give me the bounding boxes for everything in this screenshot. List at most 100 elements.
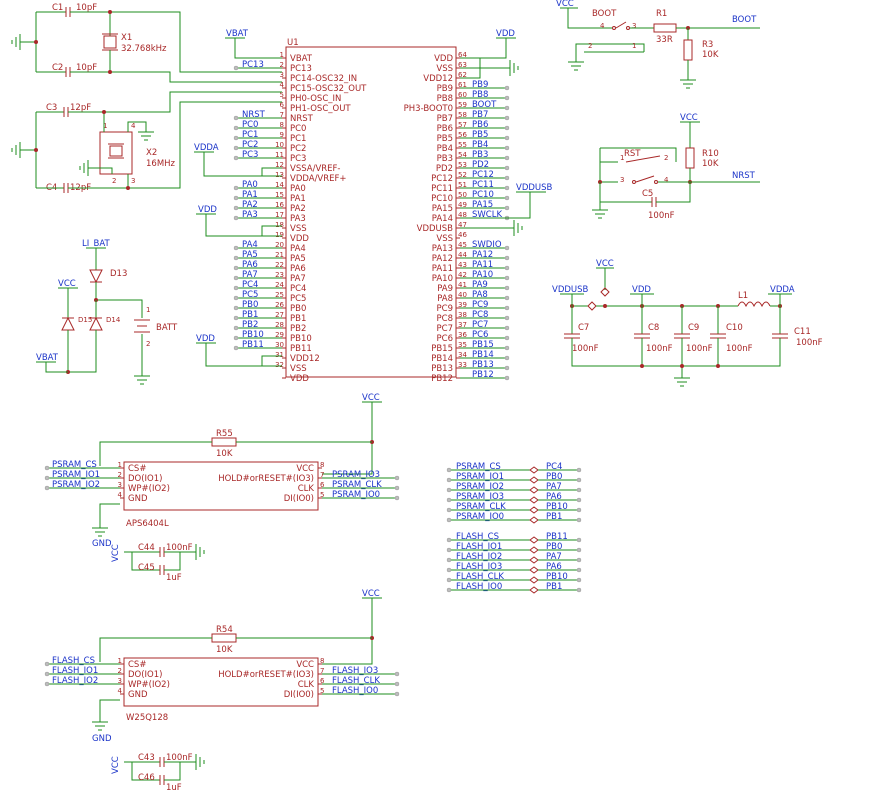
psram-left-pin-num: 3 bbox=[118, 481, 122, 489]
r10-value: 10K bbox=[702, 159, 719, 169]
mcu-left-pin-name: PA2 bbox=[290, 204, 306, 214]
boot-pin1: 1 bbox=[632, 42, 636, 50]
mcu-right-net-label: PB13 bbox=[472, 360, 494, 370]
mcu-right-pin-name: PC9 bbox=[437, 304, 453, 314]
mcu-right-pin-name: VDD12 bbox=[423, 74, 453, 84]
psram-right-pin-num: 7 bbox=[320, 471, 324, 479]
mcu-right-pin-num: 43 bbox=[458, 261, 467, 269]
psram-right-net: PSRAM_CLK bbox=[332, 480, 382, 490]
r55-value: 10K bbox=[216, 449, 233, 459]
mcu-left-pin-name: PA5 bbox=[290, 254, 306, 264]
vdd-label-dec: VDD bbox=[632, 285, 651, 295]
mcu-right-pin-name: PA15 bbox=[432, 204, 453, 214]
mcu-left-pin-num: 12 bbox=[275, 161, 284, 169]
mcu-right-pin-num: 57 bbox=[458, 121, 467, 129]
psram-right-pin-num: 8 bbox=[320, 461, 324, 469]
mcu-right-net-label: PC11 bbox=[472, 180, 494, 190]
mcu-left-net-label: PA7 bbox=[242, 270, 258, 280]
mcu-left-net-label: PC3 bbox=[242, 150, 258, 160]
c46-value: 1uF bbox=[166, 783, 182, 792]
rst-pin3: 3 bbox=[620, 176, 624, 184]
mcu-right-net-label: PA9 bbox=[472, 280, 488, 290]
flash-left-pin-name: DO(IO1) bbox=[128, 670, 162, 680]
mcu-right-pin-num: 54 bbox=[458, 151, 467, 159]
vdda-label-dec: VDDA bbox=[770, 285, 795, 295]
mcu-left-pin-name: PA0 bbox=[290, 184, 306, 194]
mcu-left-pin-num: 19 bbox=[275, 231, 284, 239]
batt-ref: BATT bbox=[156, 323, 178, 333]
c8-ref: C8 bbox=[648, 323, 659, 333]
boot-pin3: 3 bbox=[632, 22, 636, 30]
mcu-left-pin-num: 30 bbox=[275, 341, 284, 349]
psram-right-pin-name: HOLD#orRESET#(IO3) bbox=[218, 474, 314, 484]
mcu-right-pin-num: 52 bbox=[458, 171, 467, 179]
mcu-right-net-label: PB8 bbox=[472, 90, 488, 100]
boot-switch-label: BOOT bbox=[592, 9, 617, 19]
c1-ref: C1 bbox=[52, 3, 63, 13]
mcu-left-pin-name: PC5 bbox=[290, 294, 306, 304]
mcu-left-net-label: PB10 bbox=[242, 330, 264, 340]
mcu-left-pin-num: 31 bbox=[275, 351, 284, 359]
flash-left-pin-name: CS# bbox=[128, 660, 146, 670]
mcu-left-pin-num: 4 bbox=[280, 81, 285, 89]
c43-value: 100nF bbox=[166, 753, 193, 763]
psram-right-net: PSRAM_IO3 bbox=[332, 470, 380, 480]
r3-value: 10K bbox=[702, 50, 719, 60]
flash-right-pin-name: HOLD#orRESET#(IO3) bbox=[218, 670, 314, 680]
vcc-label-flash-cap: VCC bbox=[111, 756, 121, 774]
vdd-label-1: VDD bbox=[198, 205, 217, 215]
flash-left-pin-num: 1 bbox=[118, 657, 122, 665]
vdd-label-2: VDD bbox=[196, 334, 215, 344]
rst-pin2: 2 bbox=[664, 154, 668, 162]
mcu-left-pin-name: PC2 bbox=[290, 144, 306, 154]
mcu-right-pin-num: 64 bbox=[458, 51, 467, 59]
mcu-right-pin-num: 39 bbox=[458, 301, 467, 309]
mcu-right-pin-name: PB14 bbox=[431, 354, 453, 364]
flash-left-pin-name: GND bbox=[128, 690, 148, 700]
mcu-right-net-label: SWDIO bbox=[472, 240, 502, 250]
mcu-left-net-label: PB2 bbox=[242, 320, 258, 330]
mcu-right-net-label: BOOT bbox=[472, 100, 497, 110]
mcu-right-net-label: PB4 bbox=[472, 140, 488, 150]
flash-right-pin-name: DI(IO0) bbox=[284, 690, 314, 700]
mcu-right-pin-name: VSS bbox=[436, 234, 453, 244]
flash-body bbox=[123, 657, 319, 707]
c7-ref: C7 bbox=[578, 323, 589, 333]
mcu-right-net-label: PB14 bbox=[472, 350, 494, 360]
flash-right-pin-num: 6 bbox=[320, 677, 325, 685]
mcu-right-pin-name: PB15 bbox=[431, 344, 453, 354]
mcu-right-pin-num: 53 bbox=[458, 161, 467, 169]
mcu-right-net-label: PA15 bbox=[472, 200, 493, 210]
mcu-right-pin-name: PA14 bbox=[432, 214, 453, 224]
mcu-right-pin-num: 37 bbox=[458, 321, 467, 329]
psram-right-pin-name: VCC bbox=[296, 464, 314, 474]
mcu-right-pin-name: PB9 bbox=[437, 84, 453, 94]
mcu-right-pin-name: PA13 bbox=[432, 244, 453, 254]
mcu-right-pin-num: 40 bbox=[458, 291, 467, 299]
mcu-right-net-label: PA8 bbox=[472, 290, 488, 300]
mcu-left-pin-num: 7 bbox=[280, 111, 284, 119]
mcu-left-pin-name: PB11 bbox=[290, 344, 312, 354]
flash-ref: W25Q128 bbox=[126, 713, 168, 723]
net-map-pin: PB1 bbox=[546, 512, 562, 522]
mcu-right-pin-num: 46 bbox=[458, 231, 467, 239]
mcu-right-pin-name: PC10 bbox=[431, 194, 453, 204]
mcu-left-pin-num: 22 bbox=[275, 261, 284, 269]
decoupling-section: VDDUSB VCC VDD VDDA L1 C7 C8 C9 C bbox=[552, 259, 823, 387]
psram-left-pin-name: WP#(IO2) bbox=[128, 484, 170, 494]
vbat-label: VBAT bbox=[226, 29, 249, 39]
c5-ref: C5 bbox=[642, 189, 653, 199]
mcu-left-pin-num: 32 bbox=[275, 361, 284, 369]
mcu-left-net-label: NRST bbox=[242, 110, 266, 120]
c3-ref: C3 bbox=[46, 103, 57, 113]
mcu-left-pin-name: PA4 bbox=[290, 244, 306, 254]
mcu-left-pin-num: 18 bbox=[275, 221, 284, 229]
mcu-left-pin-name: VDD bbox=[290, 374, 309, 384]
mcu-left-pin-name: PB2 bbox=[290, 324, 306, 334]
mcu-right-pins: 64VDD63VSS62VDD1261PB960PB859PH3-BOOT058… bbox=[404, 51, 468, 384]
c44-value: 100nF bbox=[166, 543, 193, 553]
flash-left-pin-name: WP#(IO2) bbox=[128, 680, 170, 690]
mcu-right-pin-name: PB12 bbox=[431, 374, 453, 384]
